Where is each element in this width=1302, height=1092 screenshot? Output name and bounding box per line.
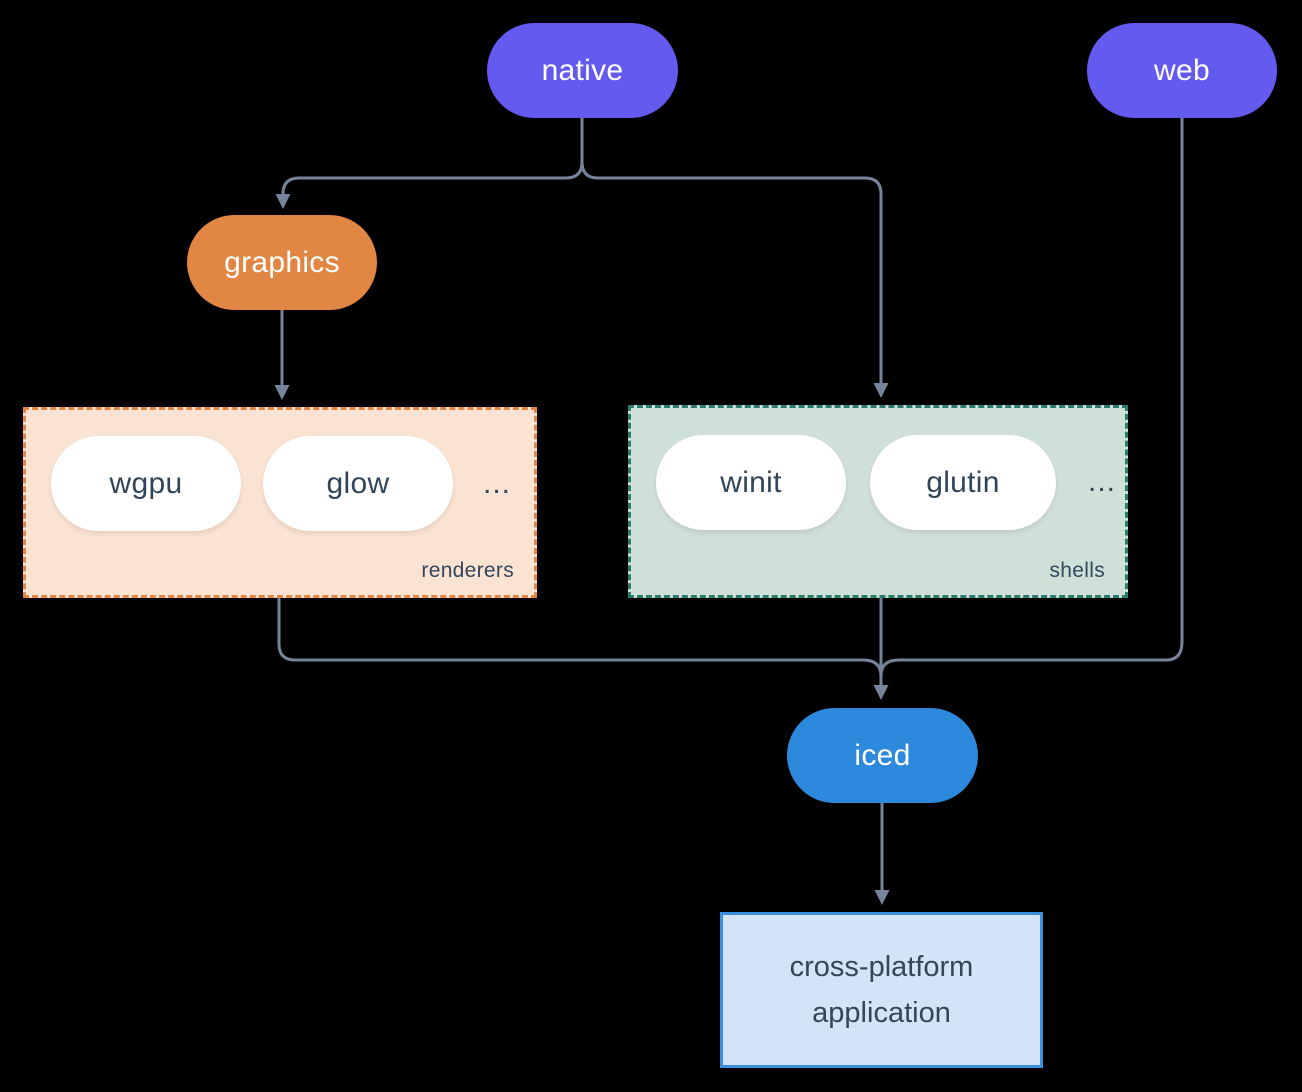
node-native: native bbox=[487, 23, 678, 118]
node-native-label: native bbox=[541, 53, 624, 87]
renderers-ellipsis: ... bbox=[482, 466, 511, 500]
edge-native-to-shells bbox=[580, 118, 889, 398]
node-winit-label: winit bbox=[720, 465, 782, 499]
node-wgpu-label: wgpu bbox=[109, 466, 183, 500]
node-web: web bbox=[1087, 23, 1277, 118]
node-iced-label: iced bbox=[854, 738, 911, 772]
node-wgpu: wgpu bbox=[51, 436, 241, 531]
node-glutin: glutin bbox=[870, 435, 1056, 530]
node-glow: glow bbox=[263, 436, 453, 531]
node-winit: winit bbox=[656, 435, 846, 530]
group-renderers-label: renderers bbox=[421, 559, 514, 582]
application-label-line2: application bbox=[812, 997, 951, 1029]
node-iced: iced bbox=[787, 708, 978, 803]
node-graphics-label: graphics bbox=[224, 245, 340, 279]
application-label-line1: cross-platform bbox=[789, 951, 974, 983]
edge-renderers-to-merge bbox=[277, 598, 883, 677]
group-shells: winit glutin ... shells bbox=[628, 405, 1128, 598]
group-renderers: wgpu glow ... renderers bbox=[23, 407, 537, 598]
node-glutin-label: glutin bbox=[926, 465, 1000, 499]
node-graphics: graphics bbox=[187, 215, 377, 310]
edge-native-to-graphics bbox=[275, 118, 584, 209]
node-glow-label: glow bbox=[326, 466, 390, 500]
group-shells-label: shells bbox=[1049, 559, 1105, 582]
node-application: cross-platform application bbox=[720, 912, 1043, 1068]
shells-ellipsis: ... bbox=[1087, 464, 1116, 498]
node-web-label: web bbox=[1154, 53, 1210, 87]
